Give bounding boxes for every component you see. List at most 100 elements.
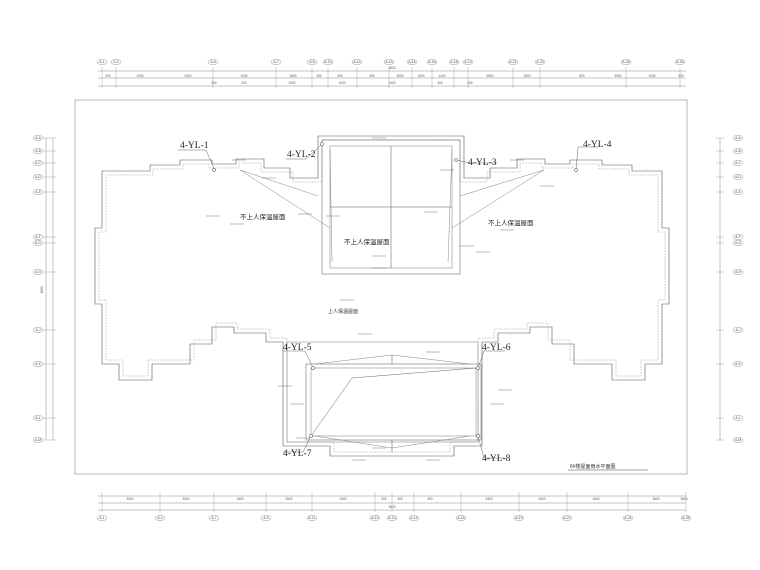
svg-text:A-8: A-8: [309, 60, 314, 64]
roof-zone-main-label: 上人保温屋面: [328, 308, 358, 315]
svg-text:A-B: A-B: [35, 149, 41, 153]
svg-text:A-12: A-12: [371, 516, 378, 520]
axis-labels-right: A-AA-BA-CA-DA-EA-FA-GA-HA-JA-KA-LA-M: [732, 135, 744, 443]
right-axis-tag-8: A-J: [732, 327, 744, 333]
downpipe-markers: [212, 142, 578, 438]
right-axis-tag-3: A-D: [732, 174, 744, 180]
bottom-axis-tag-1: A-4: [154, 515, 166, 521]
dim-top-row1-12: 1500: [523, 74, 530, 78]
dim-bottom-7: 300: [427, 497, 433, 501]
dim-top-row1-10: 1100: [439, 74, 446, 78]
top-axis-tag-12: A-21: [507, 59, 519, 65]
svg-text:A-L: A-L: [735, 416, 740, 420]
dim-bottom-0: 3600: [126, 497, 133, 501]
downpipe-point-2: [320, 142, 324, 146]
dim-top-row1-15: 1000: [648, 74, 655, 78]
svg-text:A-12: A-12: [353, 60, 360, 64]
parapet-line: [98, 139, 666, 453]
svg-text:A-C: A-C: [35, 161, 41, 165]
top-axis-tag-9: A-16: [426, 59, 438, 65]
bottom-axis-tag-6: A-13: [386, 515, 398, 521]
dim-top-row2-0: 300: [211, 81, 217, 85]
svg-text:A-26: A-26: [676, 60, 683, 64]
svg-text:A-11: A-11: [309, 516, 316, 520]
downpipe-point-6: [476, 366, 480, 370]
svg-text:A-D: A-D: [735, 175, 741, 179]
top-axis-tag-4: A-8: [306, 59, 318, 65]
top-axis-tag-1: A-2: [110, 59, 122, 65]
dim-top-row2-4: 1000: [388, 81, 395, 85]
svg-text:A-E: A-E: [35, 190, 41, 194]
drainage-slope-lines: [239, 149, 545, 449]
upper-core: [321, 139, 461, 275]
dim-bottom-1: 3600: [182, 497, 189, 501]
svg-text:A-M: A-M: [735, 438, 741, 442]
top-axis-tag-14: A-25: [620, 59, 632, 65]
svg-text:A-A: A-A: [735, 136, 741, 140]
top-axis-tag-2: A-5: [207, 59, 219, 65]
svg-text:A-G: A-G: [735, 241, 741, 245]
svg-text:A-24: A-24: [624, 516, 631, 520]
svg-text:A-G: A-G: [35, 241, 41, 245]
dim-top-row1-5: 350: [316, 74, 322, 78]
svg-text:A-4: A-4: [157, 516, 162, 520]
dim-top-row1-11: 2800: [486, 74, 493, 78]
downpipe-label-6: 4-YL-6: [482, 343, 511, 353]
bottom-axis-tag-11: A-24: [622, 515, 634, 521]
right-axis-tag-6: A-G: [732, 240, 744, 246]
top-axis-tag-0: A-1: [96, 59, 108, 65]
drawing-title: 6#楼屋面雨水平面图: [570, 463, 616, 470]
dim-top-row1-2: 3300: [184, 74, 191, 78]
svg-text:A-J: A-J: [735, 328, 740, 332]
dim-bottom-2: 1500: [236, 497, 243, 501]
left-axis-tag-0: A-A: [32, 135, 44, 141]
top-axis-tag-15: A-26: [674, 59, 686, 65]
svg-text:A-14: A-14: [410, 516, 417, 520]
axis-labels-left: A-AA-BA-CA-DA-EA-FA-GA-HA-JA-KA-LA-M: [32, 135, 44, 443]
dim-left-overall: 1850: [40, 286, 44, 293]
svg-text:A-23: A-23: [536, 60, 543, 64]
svg-text:A-21: A-21: [563, 516, 570, 520]
svg-text:A-10: A-10: [324, 60, 331, 64]
svg-text:A-14: A-14: [408, 60, 415, 64]
downpipe-point-4: [574, 168, 578, 172]
right-axis-tag-1: A-B: [732, 148, 744, 154]
svg-text:A-5: A-5: [210, 60, 215, 64]
svg-text:A-13: A-13: [388, 516, 395, 520]
dim-top-row1-0: 200: [105, 74, 111, 78]
svg-text:A-K: A-K: [735, 362, 741, 366]
downpipe-label-8: 4-YL-8: [482, 454, 511, 464]
svg-text:A-K: A-K: [35, 362, 41, 366]
svg-text:A-J: A-J: [35, 328, 40, 332]
svg-text:A-A: A-A: [35, 136, 41, 140]
left-axis-tag-1: A-B: [32, 148, 44, 154]
roof-zone-right-label: 不上人保温屋面: [488, 218, 534, 227]
dim-bottom-11: 3600: [652, 497, 659, 501]
dim-top-row1-9: 1900: [417, 74, 424, 78]
dim-bottom-4: 3300: [339, 497, 346, 501]
right-axis-tag-0: A-A: [732, 135, 744, 141]
dim-bottom-10: 1500: [592, 497, 599, 501]
left-axis-tag-7: A-H: [32, 269, 44, 275]
dim-bottom-3: 2600: [285, 497, 292, 501]
dim-top-row1-3: 1000: [240, 74, 247, 78]
svg-text:A-16: A-16: [428, 60, 435, 64]
dim-top-row2-3: 1000: [338, 81, 345, 85]
bottom-axis-tag-9: A-19: [513, 515, 525, 521]
dim-top-row1-16: 200: [678, 74, 684, 78]
downpipe-leaders: [178, 143, 598, 459]
left-axis-tag-3: A-D: [32, 174, 44, 180]
lower-core: [286, 341, 482, 452]
top-axis-tag-8: A-14: [406, 59, 418, 65]
left-axis-tag-6: A-G: [32, 240, 44, 246]
top-axis-tag-10: A-18: [448, 59, 460, 65]
left-axis-tag-11: A-M: [32, 437, 44, 443]
left-axis-tag-9: A-K: [32, 361, 44, 367]
left-axis-tag-2: A-C: [32, 160, 44, 166]
building-outline: [94, 135, 670, 457]
bottom-axis-tag-3: A-9: [260, 515, 272, 521]
